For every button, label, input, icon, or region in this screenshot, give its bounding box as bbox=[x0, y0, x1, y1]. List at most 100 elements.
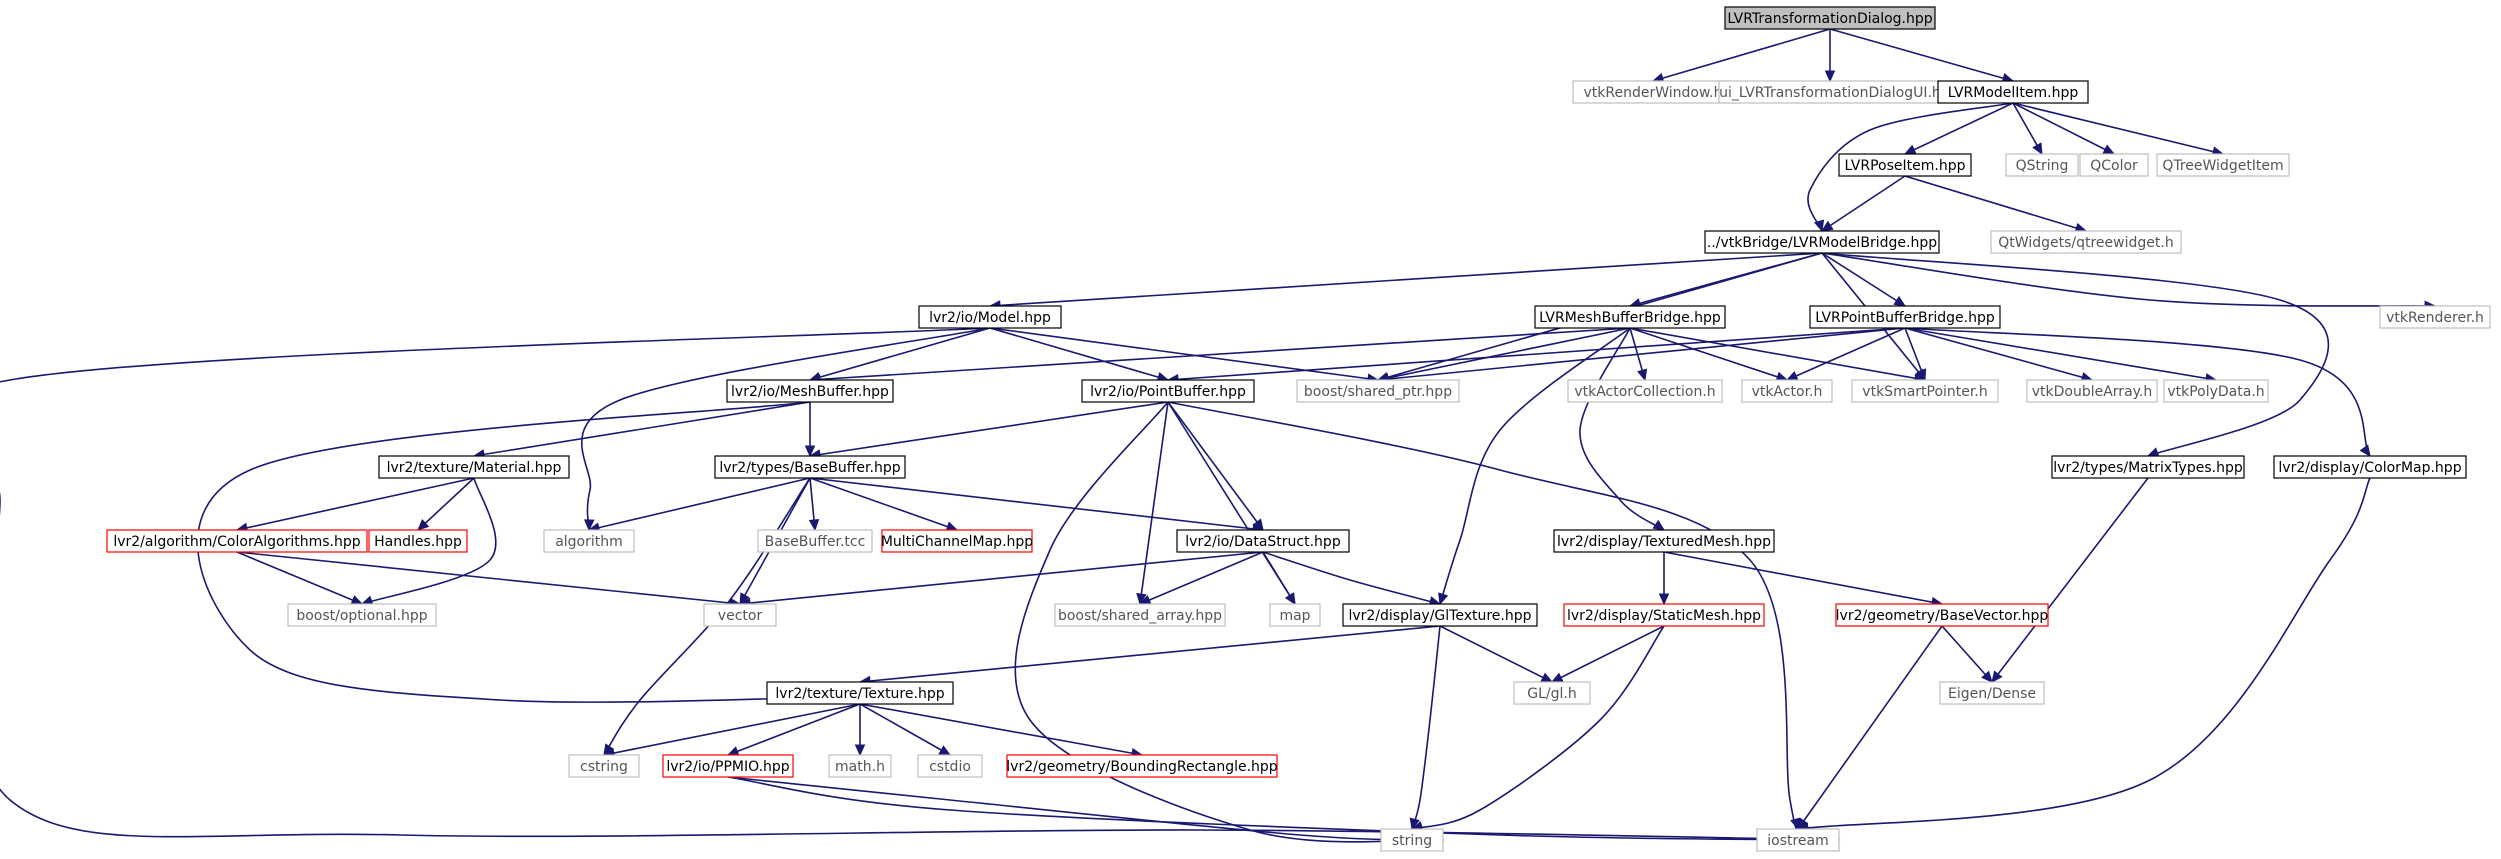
edge-root-to-modelItem bbox=[1829, 28, 2015, 84]
edge-arrowhead bbox=[1658, 593, 1670, 606]
node-handles[interactable]: Handles.hpp bbox=[368, 529, 468, 553]
node-static-mesh[interactable]: lvr2/display/StaticMesh.hpp bbox=[1563, 603, 1765, 627]
node-base-vector[interactable]: lvr2/geometry/BaseVector.hpp bbox=[1835, 603, 2049, 627]
node-box bbox=[918, 305, 1062, 329]
node-box bbox=[1835, 603, 2049, 627]
edge-arrowhead bbox=[417, 518, 430, 531]
edge-line bbox=[588, 477, 811, 531]
edge-glTexture-to-texture bbox=[858, 625, 1441, 687]
edge-texture-to-ppmio bbox=[726, 703, 861, 757]
edge-root-to-vtkRenderWindow bbox=[1651, 28, 1831, 84]
edge-line bbox=[1786, 327, 1906, 381]
node-box bbox=[1704, 230, 1940, 254]
node-pose-item[interactable]: LVRPoseItem.hpp bbox=[1838, 153, 1972, 177]
node-label: LVRModelItem.hpp bbox=[1948, 85, 2079, 101]
node-label: lvr2/display/StaticMesh.hpp bbox=[1567, 608, 1761, 624]
node-label: vector bbox=[718, 608, 763, 624]
edge-arrowhead bbox=[1652, 519, 1666, 531]
edge-line bbox=[1377, 327, 1631, 381]
edge-staticMesh-to-string bbox=[1410, 625, 1665, 832]
node-boost-optional: boost/optional.hpp bbox=[287, 603, 437, 627]
node-label: algorithm bbox=[555, 534, 623, 550]
edge-meshBridge-to-texturedMesh bbox=[1579, 327, 1666, 531]
edge-line bbox=[1941, 625, 1993, 683]
node-matrix-types[interactable]: lvr2/types/MatrixTypes.hpp bbox=[2051, 455, 2245, 479]
node-vtk-render-window: vtkRenderWindow.h bbox=[1572, 80, 1734, 104]
node-box bbox=[828, 754, 892, 778]
edge-meshBuffer-to-material bbox=[472, 401, 811, 460]
node-label: lvr2/algorithm/ColorAlgorithms.hpp bbox=[113, 534, 360, 550]
node-box bbox=[2026, 379, 2158, 403]
node-box bbox=[1724, 6, 1936, 30]
node-gl-texture[interactable]: lvr2/display/GlTexture.hpp bbox=[1342, 603, 1538, 627]
edge-line bbox=[989, 327, 1379, 381]
node-label: MultiChannelMap.hpp bbox=[881, 534, 1033, 550]
node-box bbox=[543, 529, 635, 553]
node-box bbox=[1380, 828, 1444, 852]
node-box bbox=[1741, 379, 1833, 403]
node-box bbox=[1937, 80, 2089, 104]
edge-line bbox=[809, 327, 991, 381]
node-label: lvr2/types/MatrixTypes.hpp bbox=[2053, 460, 2243, 476]
node-material[interactable]: lvr2/texture/Material.hpp bbox=[378, 455, 570, 479]
node-label: cstdio bbox=[929, 759, 971, 775]
node-label: Handles.hpp bbox=[374, 534, 462, 550]
edge-arrowhead bbox=[1409, 817, 1420, 831]
node-mesh-bridge[interactable]: LVRMeshBufferBridge.hpp bbox=[1534, 305, 1726, 329]
node-texture[interactable]: lvr2/texture/Texture.hpp bbox=[766, 681, 954, 705]
node-multi-channel-map[interactable]: MultiChannelMap.hpp bbox=[881, 529, 1033, 553]
edge-meshBridge-to-glTexture bbox=[1438, 327, 1631, 606]
edge-arrowhead bbox=[1438, 592, 1449, 606]
node-model-bridge[interactable]: ../vtkBridge/LVRModelBridge.hpp bbox=[1704, 230, 1940, 254]
node-data-struct[interactable]: lvr2/io/DataStruct.hpp bbox=[1176, 529, 1350, 553]
edge-line bbox=[1904, 327, 2217, 381]
node-label: boost/shared_array.hpp bbox=[1058, 608, 1222, 624]
edge-line bbox=[1167, 401, 1799, 831]
node-root[interactable]: LVRTransformationDialog.hpp bbox=[1724, 6, 1936, 30]
node-label: GL/gl.h bbox=[1527, 686, 1576, 702]
node-box bbox=[287, 603, 437, 627]
nodes-layer: LVRTransformationDialog.hpp vtkRenderWind… bbox=[106, 6, 2491, 852]
node-box bbox=[2379, 305, 2491, 329]
edge-line bbox=[1904, 327, 2093, 381]
edge-line bbox=[603, 703, 861, 756]
node-textured-mesh[interactable]: lvr2/display/TexturedMesh.hpp bbox=[1553, 529, 1775, 553]
node-label: map bbox=[1279, 608, 1310, 624]
edge-line bbox=[1821, 252, 2436, 307]
node-color-map[interactable]: lvr2/display/ColorMap.hpp bbox=[2273, 455, 2467, 479]
edge-line bbox=[0, 327, 1840, 841]
node-model-item[interactable]: LVRModelItem.hpp bbox=[1937, 80, 2089, 104]
edge-line bbox=[1652, 28, 1831, 82]
node-io-model[interactable]: lvr2/io/Model.hpp bbox=[918, 305, 1062, 329]
edge-line bbox=[1167, 401, 1264, 531]
node-box bbox=[106, 529, 368, 553]
node-label: vtkSmartPointer.h bbox=[1862, 384, 1987, 400]
node-color-algo[interactable]: lvr2/algorithm/ColorAlgorithms.hpp bbox=[106, 529, 368, 553]
node-label: boost/shared_ptr.hpp bbox=[1304, 384, 1452, 400]
node-box bbox=[1809, 305, 2001, 329]
node-vector: vector bbox=[703, 603, 777, 627]
node-label: lvr2/display/TexturedMesh.hpp bbox=[1557, 534, 1771, 550]
node-qtreewidgetitem: QTreeWidgetItem bbox=[2156, 153, 2290, 177]
edge-line bbox=[1807, 102, 2014, 232]
edge-texturedMesh-to-staticMesh bbox=[1658, 552, 1670, 606]
node-mesh-buffer[interactable]: lvr2/io/MeshBuffer.hpp bbox=[726, 379, 894, 403]
edge-line bbox=[1904, 175, 2087, 232]
edge-pointBuffer-to-baseBuffer bbox=[808, 401, 1169, 460]
edge-line bbox=[1991, 477, 2149, 683]
node-box bbox=[2156, 153, 2290, 177]
edge-arrowhead bbox=[1824, 70, 1836, 83]
node-bounding-rect[interactable]: lvr2/geometry/BoundingRectangle.hpp bbox=[1006, 754, 1278, 778]
node-ppmio[interactable]: lvr2/io/PPMIO.hpp bbox=[662, 754, 794, 778]
node-point-bridge[interactable]: LVRPointBufferBridge.hpp bbox=[1809, 305, 2001, 329]
node-box bbox=[881, 529, 1033, 553]
edge-line bbox=[1167, 327, 1906, 381]
node-label: Eigen/Dense bbox=[1948, 686, 2036, 702]
node-base-buffer[interactable]: lvr2/types/BaseBuffer.hpp bbox=[714, 455, 906, 479]
edge-line bbox=[809, 327, 1631, 381]
edge-line bbox=[1821, 252, 2330, 457]
node-label: QColor bbox=[2090, 158, 2138, 174]
node-point-buffer[interactable]: lvr2/io/PointBuffer.hpp bbox=[1081, 379, 1255, 403]
node-shared-ptr: boost/shared_ptr.hpp bbox=[1296, 379, 1460, 403]
edge-line bbox=[727, 776, 1444, 841]
